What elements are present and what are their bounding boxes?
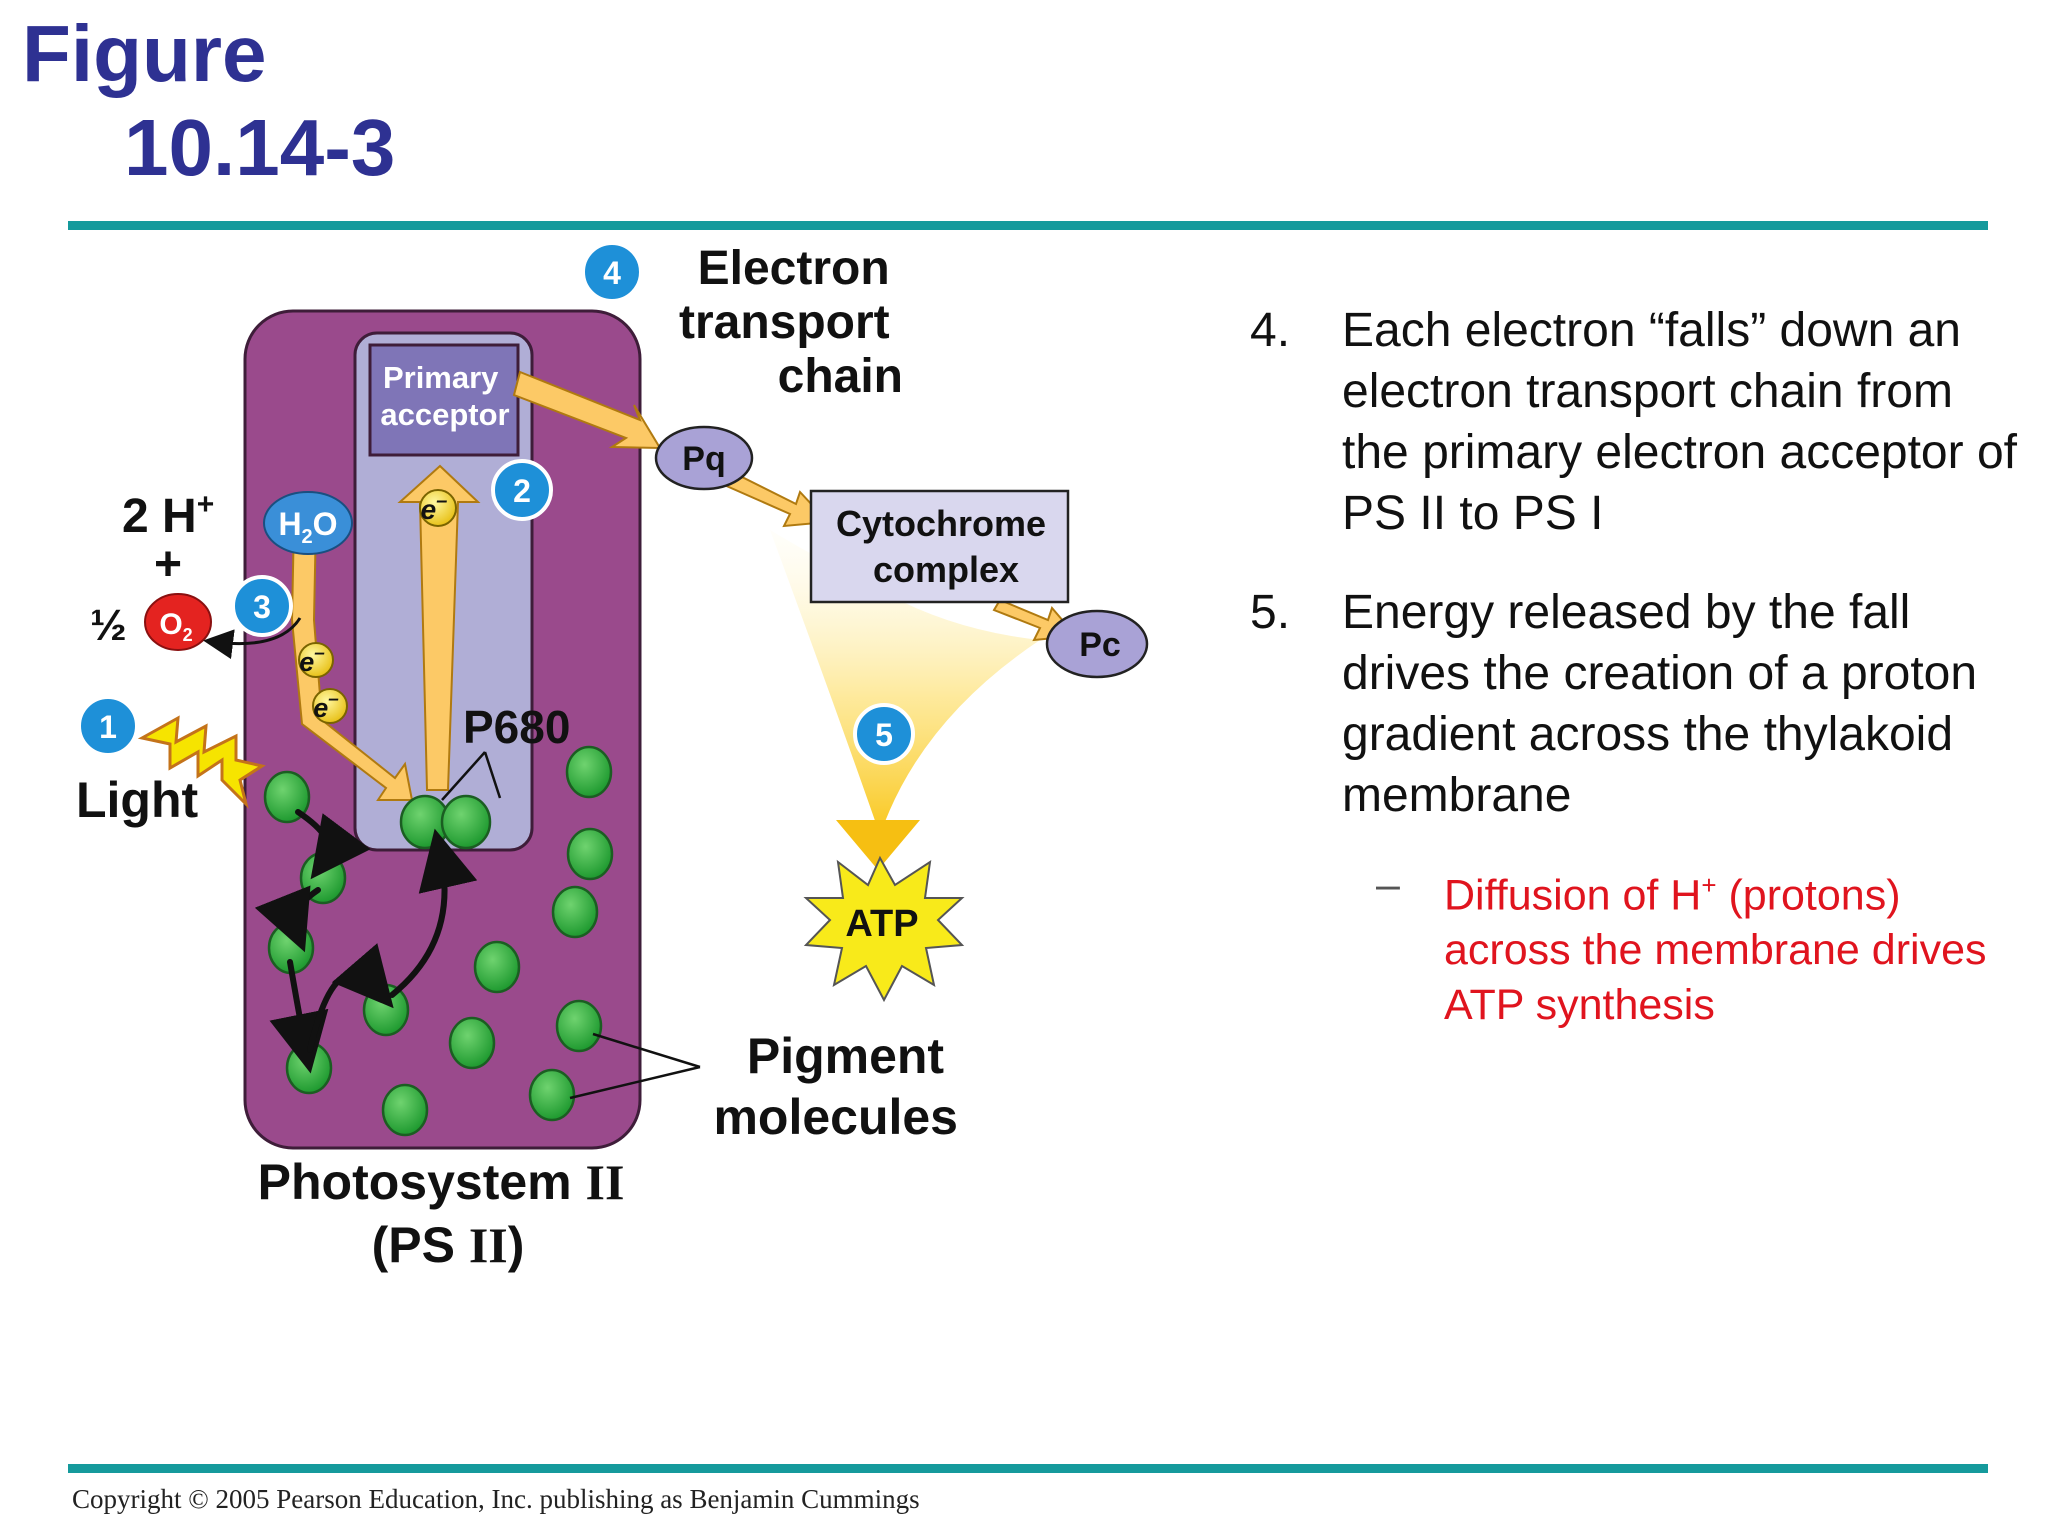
light-label: Light (76, 772, 199, 828)
water-electron-path (290, 519, 414, 801)
svg-text:2: 2 (513, 473, 531, 509)
step-badge-5: 5 (853, 703, 915, 765)
energy-transfer-arrows (254, 809, 478, 1074)
pq-label: Pq (682, 440, 725, 478)
bottom-rule (68, 1464, 1988, 1473)
pc-carrier (1045, 609, 1149, 679)
acceptor-to-pq-arrow (512, 370, 662, 450)
water-to-oxygen-arrow (203, 617, 302, 660)
pq-to-cytochrome-arrow (720, 468, 831, 528)
atp-burst (803, 855, 965, 1003)
svg-text:5: 5 (875, 717, 893, 753)
water-molecule (263, 491, 353, 555)
copyright-notice: Copyright © 2005 Pearson Education, Inc.… (72, 1484, 920, 1514)
pigment-label: Pigment molecules (713, 1028, 958, 1145)
step-badge-3: 3 (231, 575, 293, 637)
pc-label: Pc (1079, 626, 1121, 664)
light-bolt-icon (137, 715, 266, 809)
note-text: Energy released by the fall drives the c… (1342, 586, 1978, 822)
electron-1: e– (419, 489, 457, 527)
primary-acceptor-box (368, 343, 520, 457)
cytochrome-complex (809, 489, 1070, 604)
figure-number: 10.14-3 (124, 103, 396, 192)
electron-2: e– (298, 642, 334, 678)
svg-text:e–: e– (313, 689, 339, 723)
note-item-4: 4. Each electron “falls” down an electro… (1250, 300, 2030, 544)
note-number: 4. (1250, 304, 1291, 357)
oxygen-molecule (144, 593, 212, 651)
svg-text:e–: e– (421, 490, 448, 525)
top-rule (68, 221, 1988, 230)
protons-label: 2 H+ (122, 488, 214, 543)
plus-sign: + (154, 538, 182, 591)
step-badge-1: 1 (77, 695, 139, 757)
explanation-notes: 4. Each electron “falls” down an electro… (1250, 300, 2030, 1033)
energy-fan (770, 530, 1040, 835)
cytochrome-label: Cytochrome complex (836, 503, 1056, 590)
primary-acceptor-label: Primary acceptor (380, 360, 509, 432)
photosystem-label: Photosystem II (PS II) (258, 1154, 639, 1273)
svg-text:3: 3 (253, 589, 271, 625)
p680-to-acceptor-arrow (397, 464, 481, 791)
note-item-5: 5. Energy released by the fall drives th… (1250, 582, 2030, 826)
half-label: ½ (90, 601, 127, 650)
figure-title: Figure (22, 9, 267, 98)
etc-label: Electron transport chain (679, 242, 903, 403)
p680-label: P680 (463, 701, 570, 753)
svg-text:e–: e– (299, 643, 325, 677)
sub-note: – Diffusion of H+ (protons) across the m… (1376, 858, 2030, 1033)
sub-note-text: Diffusion of H+ (protons) across the mem… (1444, 870, 1987, 1030)
svg-text:1: 1 (99, 709, 117, 745)
electron-3: e– (312, 688, 348, 724)
note-text: Each electron “falls” down an electron t… (1342, 304, 2017, 540)
note-number: 5. (1250, 586, 1291, 639)
sub-note-dash: – (1376, 861, 1400, 909)
energy-arrow-head (836, 820, 920, 870)
water-label: H2O (278, 506, 337, 548)
step-badge-2: 2 (491, 459, 553, 521)
svg-text:4: 4 (603, 255, 621, 291)
oxygen-label: O2 (159, 608, 192, 645)
pq-carrier (654, 425, 754, 491)
atp-label: ATP (845, 903, 918, 945)
step-badge-4: 4 (581, 241, 643, 303)
